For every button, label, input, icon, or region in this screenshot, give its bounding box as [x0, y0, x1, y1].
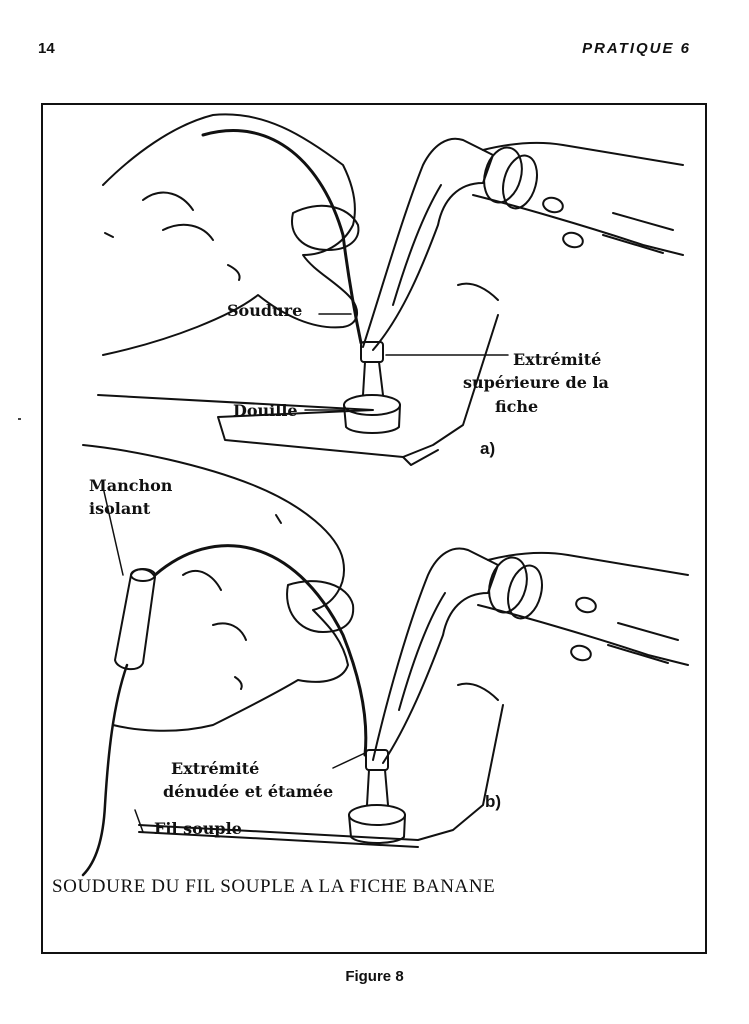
label-soudure: Soudure — [227, 301, 303, 320]
label-extremite-denudee-1: Extrémité — [171, 759, 260, 778]
page-number: 14 — [38, 40, 55, 57]
board-b — [138, 704, 504, 841]
label-isolant: isolant — [89, 499, 151, 518]
label-extremite-superieure-2: supérieure de la — [463, 373, 609, 392]
flexible-wire-b — [153, 544, 368, 757]
label-extremite-superieure-3: fiche — [495, 397, 539, 416]
hand-a — [102, 113, 358, 356]
label-fil-souple: Fil souple — [154, 819, 242, 838]
label-panel-a: a) — [480, 439, 496, 458]
label-douille: Douille — [233, 401, 298, 420]
banana-plug-b — [348, 749, 406, 844]
label-extremite-denudee-2: dénudée et étamée — [163, 782, 334, 801]
panel-a-drawing — [97, 113, 684, 466]
running-title: PRATIQUE 6 — [582, 40, 691, 57]
soldering-illustration — [81, 113, 689, 877]
iron-tip-b — [372, 547, 499, 764]
margin-speck — [18, 418, 21, 420]
banana-plug-a — [343, 341, 401, 434]
iron-tip-a — [362, 137, 494, 351]
label-extremite-superieure-1: Extrémité — [513, 350, 602, 369]
figure-frame: Soudure Extrémité supérieure de la fiche… — [41, 103, 707, 954]
figure-number: Figure 8 — [345, 968, 404, 985]
label-manchon: Manchon — [89, 476, 173, 495]
panel-b-drawing — [81, 444, 689, 877]
label-panel-b: b) — [485, 792, 502, 811]
insulating-sleeve-b — [114, 568, 156, 671]
figure-caption: SOUDURE DU FIL SOUPLE A LA FICHE BANANE — [52, 876, 496, 897]
board-a — [97, 314, 499, 458]
hand-b — [82, 444, 349, 732]
solder-wire-a — [201, 129, 363, 345]
